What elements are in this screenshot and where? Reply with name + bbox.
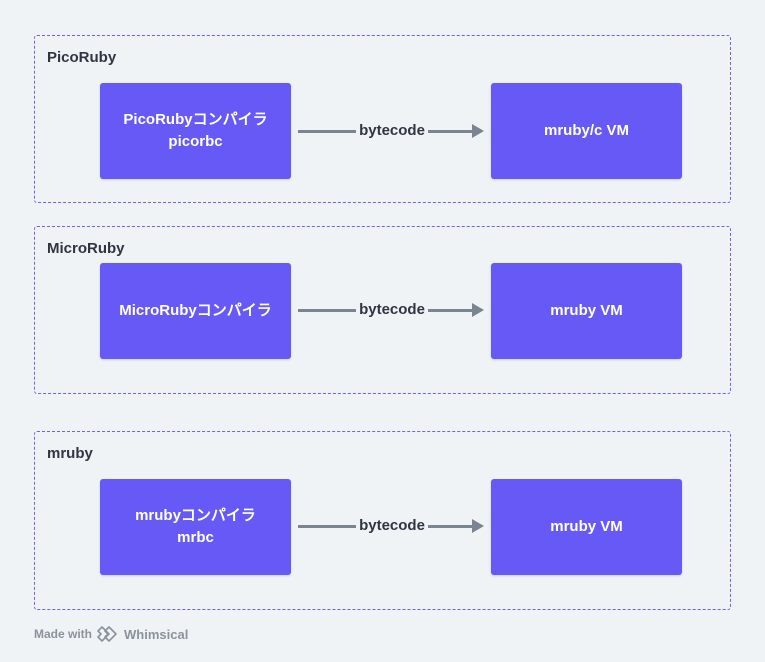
node-mruby-vm-1[interactable]: mruby VM (491, 263, 682, 359)
arrowhead-icon (472, 303, 484, 317)
whimsical-logo-icon (97, 626, 119, 642)
arrowhead-icon (472, 519, 484, 533)
node-label: mruby VM (550, 518, 623, 535)
node-label-line2: mrbc (177, 529, 214, 546)
node-label-line1: MicroRubyコンパイラ (119, 302, 272, 319)
made-with-text: Made with (34, 627, 93, 641)
node-label: mruby/c VM (543, 122, 630, 139)
group-microruby: MicroRuby (34, 226, 731, 394)
node-label: mruby VM (550, 302, 623, 319)
edge-line (298, 309, 356, 312)
edge-label: bytecode (359, 301, 425, 318)
edge-microruby-bytecode[interactable]: bytecode (298, 299, 486, 321)
edge-line (298, 525, 356, 528)
edge-line (428, 525, 474, 528)
node-mrubyc-vm[interactable]: mruby/c VM (491, 83, 682, 179)
node-label-line1: PicoRubyコンパイラ (123, 111, 268, 128)
edge-label: bytecode (359, 122, 425, 139)
node-mruby-compiler[interactable]: mrubyコンパイラ mrbc (100, 479, 291, 575)
made-with-footer[interactable]: Made with Whimsical (34, 626, 188, 642)
node-mruby-vm-2[interactable]: mruby VM (491, 479, 682, 575)
node-label-line1: mrubyコンパイラ (135, 507, 256, 524)
node-picoruby-compiler[interactable]: PicoRubyコンパイラ picorbc (100, 83, 291, 179)
group-title: PicoRuby (47, 49, 117, 66)
group-picoruby: PicoRuby (34, 35, 731, 203)
whimsical-brand-text: Whimsical (124, 626, 189, 642)
arrowhead-icon (472, 124, 484, 138)
node-microruby-compiler[interactable]: MicroRubyコンパイラ (100, 263, 291, 359)
edge-line (428, 130, 474, 133)
group-title: MicroRuby (47, 240, 125, 257)
group-mruby: mruby (34, 431, 731, 610)
group-title: mruby (47, 445, 93, 462)
node-label-line2: picorbc (168, 133, 223, 150)
edge-picoruby-bytecode[interactable]: bytecode (298, 120, 486, 142)
edge-mruby-bytecode[interactable]: bytecode (298, 515, 486, 537)
edge-line (428, 309, 474, 312)
edge-line (298, 130, 356, 133)
edge-label: bytecode (359, 517, 425, 534)
